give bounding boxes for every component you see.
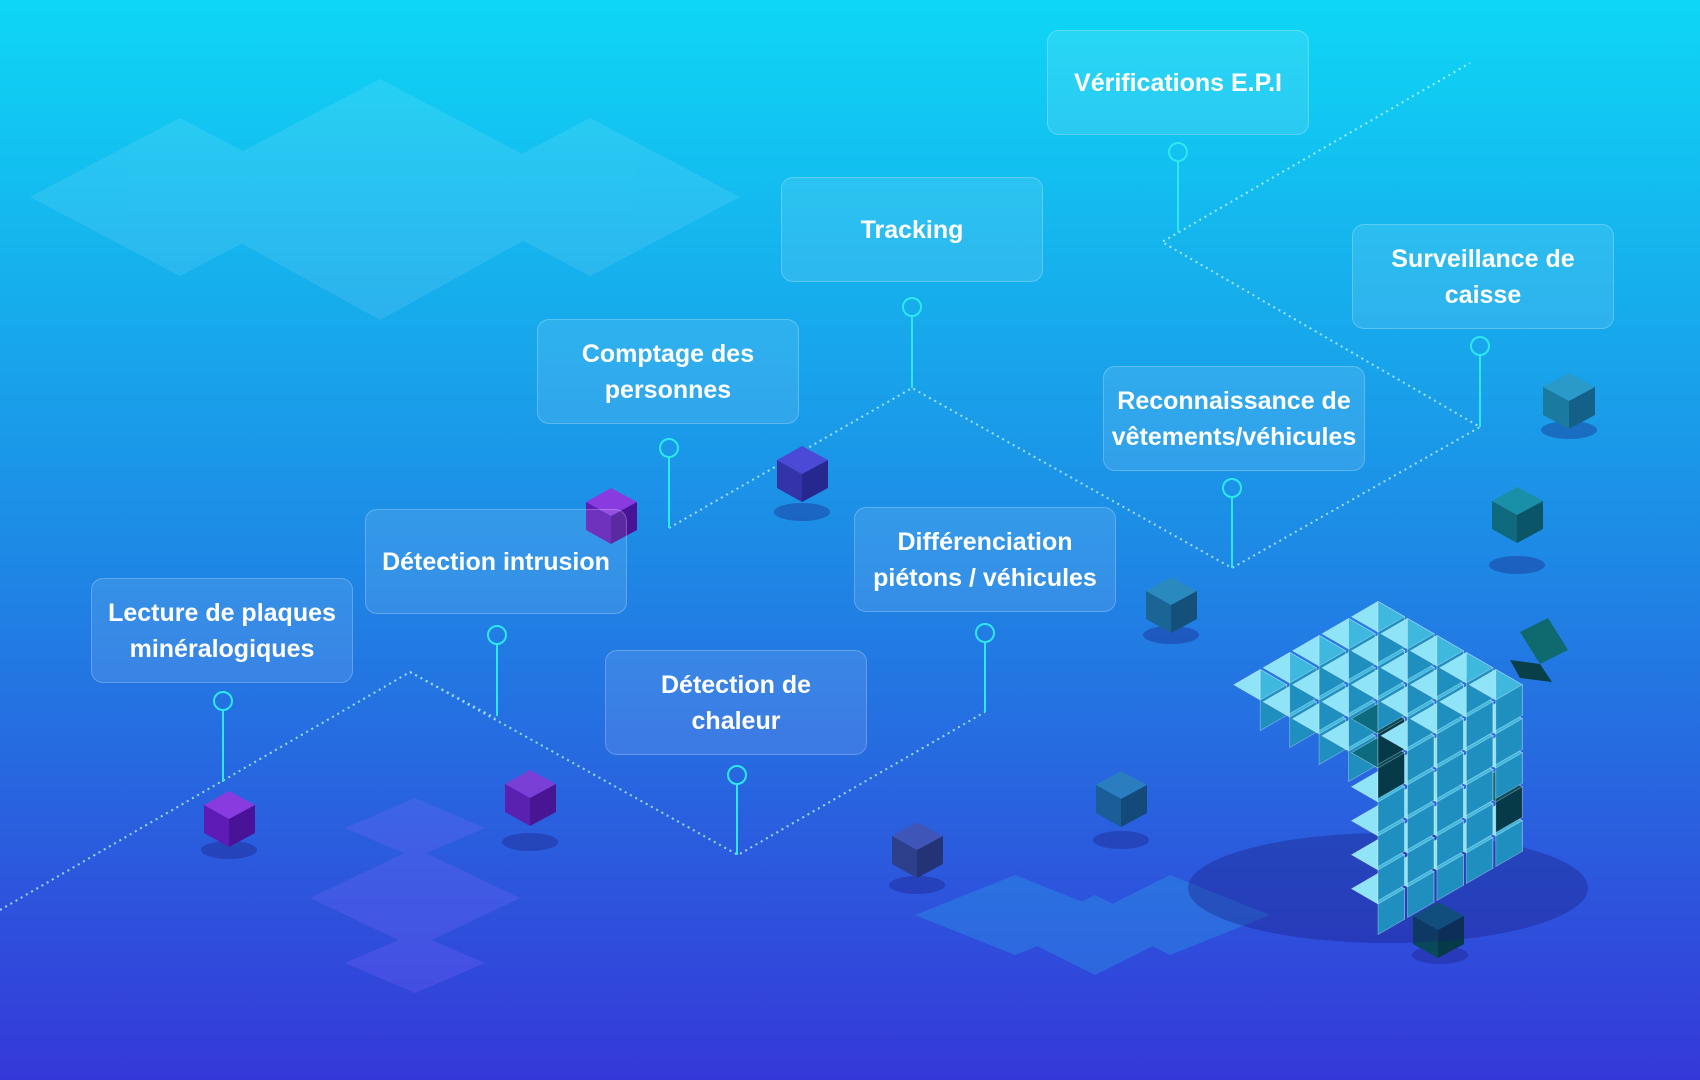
feature-label-comptage: Comptage des personnes [537,319,799,424]
cube-purple-1 [201,791,257,859]
cube-dark-2 [1510,618,1568,682]
cube-purple-2 [502,770,558,851]
cube-teal-4 [1541,373,1597,439]
connector-pins [213,142,1490,855]
cube-purple-3 [586,488,637,544]
cube-indigo-2 [889,822,945,894]
cube-teal-3 [1489,487,1545,574]
feature-label-caisse: Surveillance de caisse [1352,224,1614,329]
connector-dotted-path [0,62,1483,911]
cube-dark-1 [1412,902,1468,964]
voxel-cube-illustration [1188,600,1588,943]
cube-teal-2 [1143,577,1199,644]
diamond-cluster-bottom-left [310,798,520,993]
floating-cubes [201,373,1597,964]
feature-label-intrusion: Détection intrusion [365,509,627,614]
feature-label-tracking: Tracking [781,177,1043,282]
feature-label-vetements: Reconnaissance de vêtements/véhicules [1103,366,1365,471]
feature-label-plaques: Lecture de plaques minéralogiques [91,578,353,683]
diamond-cluster-bottom-right [915,875,1270,975]
cube-indigo-1 [774,446,830,521]
feature-label-difference: Différenciation piétons / véhicules [854,507,1116,612]
feature-label-epi: Vérifications E.P.I [1047,30,1309,135]
feature-label-chaleur: Détection de chaleur [605,650,867,755]
cube-teal-1 [1093,771,1149,849]
diamond-cluster-top-left [30,79,740,320]
